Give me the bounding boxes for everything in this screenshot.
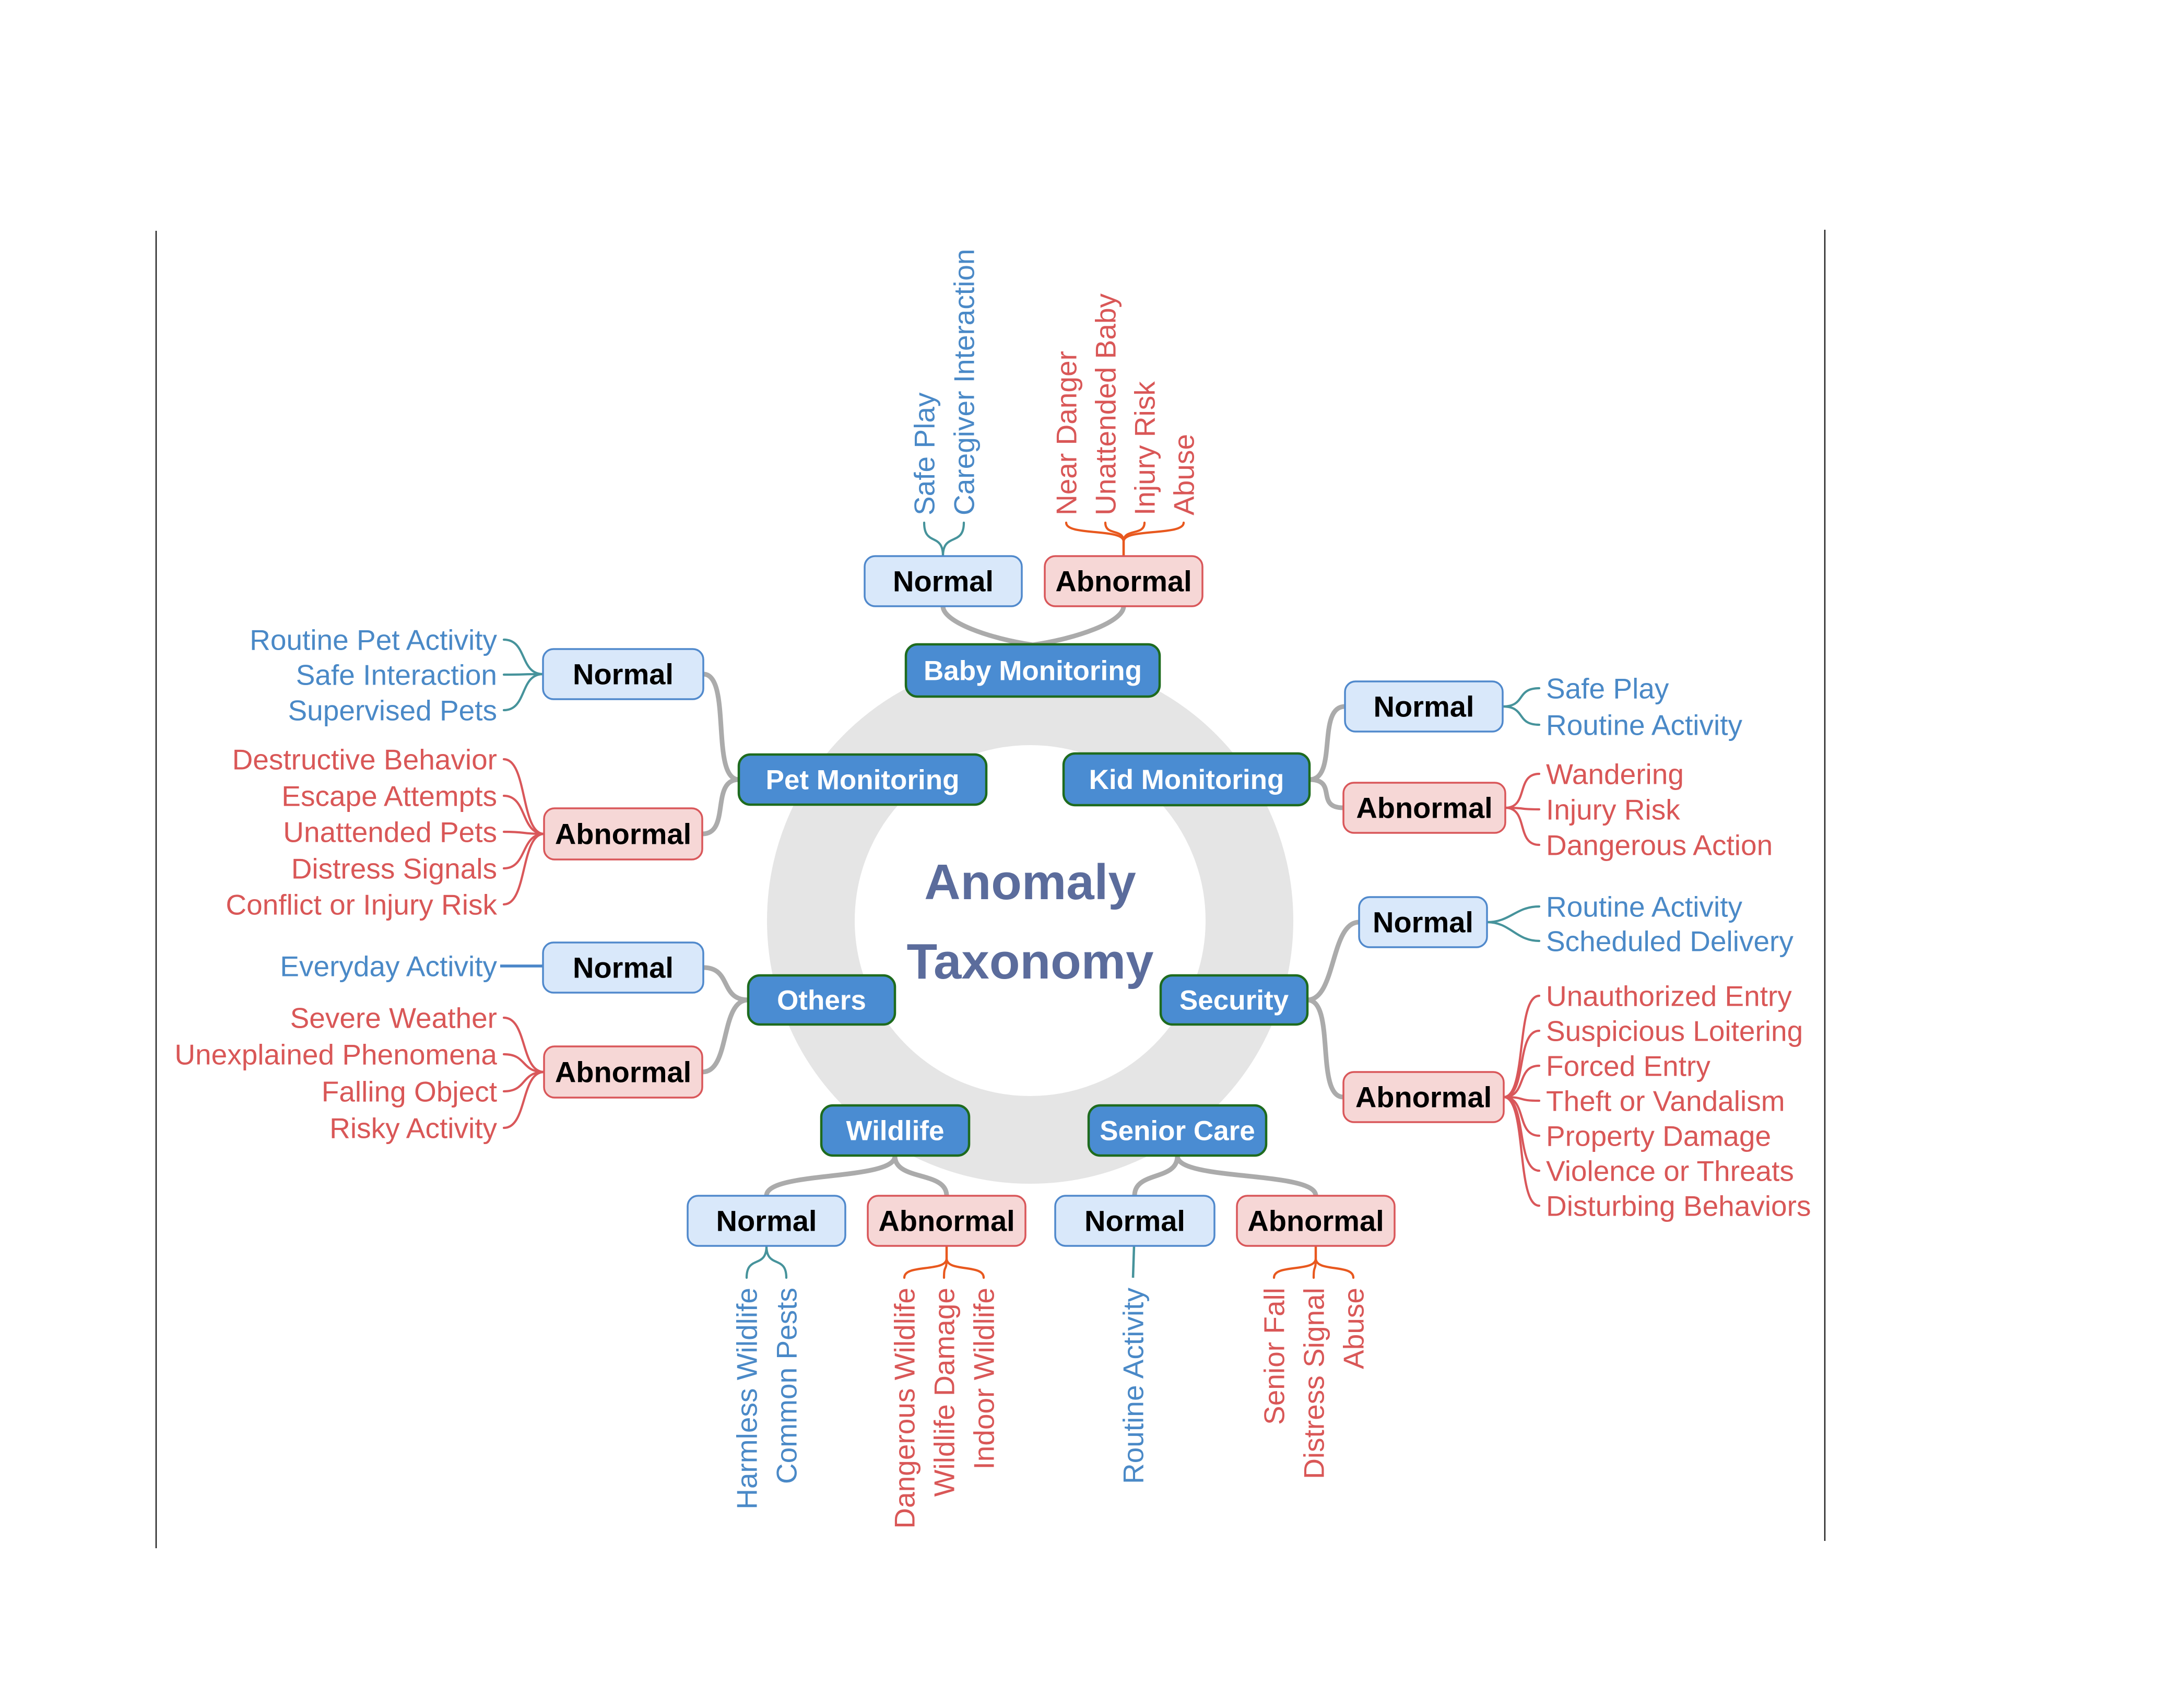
svg-text:Abnormal: Abnormal: [1055, 565, 1191, 598]
svg-text:Wildlife: Wildlife: [846, 1116, 945, 1147]
svg-text:Anomaly: Anomaly: [924, 854, 1136, 910]
svg-text:Scheduled Delivery: Scheduled Delivery: [1546, 925, 1793, 957]
svg-text:Normal: Normal: [1374, 690, 1474, 723]
svg-text:Abnormal: Abnormal: [555, 818, 691, 851]
svg-text:Abuse: Abuse: [1337, 1288, 1370, 1369]
svg-text:Safe Play: Safe Play: [908, 392, 940, 515]
svg-text:Property Damage: Property Damage: [1546, 1120, 1771, 1152]
svg-text:Kid Monitoring: Kid Monitoring: [1089, 764, 1284, 795]
svg-text:Normal: Normal: [1084, 1205, 1185, 1238]
svg-text:Destructive Behavior: Destructive Behavior: [232, 743, 497, 775]
svg-text:Injury Risk: Injury Risk: [1546, 793, 1680, 826]
svg-text:Senior Care: Senior Care: [1100, 1116, 1255, 1147]
svg-text:Theft or Vandalism: Theft or Vandalism: [1546, 1085, 1785, 1117]
svg-text:Abuse: Abuse: [1167, 434, 1200, 515]
svg-text:Routine Activity: Routine Activity: [1546, 890, 1743, 923]
svg-text:Distress Signal: Distress Signal: [1297, 1288, 1330, 1479]
svg-text:Injury Risk: Injury Risk: [1128, 381, 1161, 515]
svg-text:Supervised Pets: Supervised Pets: [288, 694, 498, 726]
svg-text:Unexplained Phenomena: Unexplained Phenomena: [174, 1038, 497, 1070]
svg-text:Everyday Activity: Everyday Activity: [280, 950, 497, 982]
svg-text:Abnormal: Abnormal: [878, 1205, 1014, 1238]
svg-text:Dangerous Action: Dangerous Action: [1546, 829, 1773, 861]
svg-text:Normal: Normal: [573, 951, 674, 984]
svg-text:Pet Monitoring: Pet Monitoring: [766, 765, 960, 796]
svg-text:Routine Pet Activity: Routine Pet Activity: [250, 623, 497, 656]
svg-text:Violence or Threats: Violence or Threats: [1546, 1155, 1794, 1187]
svg-text:Dangerous Wildlife: Dangerous Wildlife: [888, 1288, 921, 1529]
svg-text:Near Danger: Near Danger: [1050, 351, 1082, 515]
svg-text:Conflict or Injury Risk: Conflict or Injury Risk: [226, 888, 497, 921]
svg-text:Wildlife Damage: Wildlife Damage: [928, 1288, 960, 1497]
svg-text:Abnormal: Abnormal: [1356, 792, 1492, 824]
svg-text:Security: Security: [1179, 985, 1289, 1016]
svg-text:Disturbing Behaviors: Disturbing Behaviors: [1546, 1189, 1811, 1222]
svg-text:Suspicious Loitering: Suspicious Loitering: [1546, 1015, 1803, 1047]
svg-text:Caregiver Interaction: Caregiver Interaction: [948, 249, 980, 515]
svg-text:Others: Others: [777, 985, 866, 1016]
svg-text:Normal: Normal: [716, 1205, 817, 1238]
svg-text:Normal: Normal: [573, 658, 674, 691]
svg-text:Harmless Wildlife: Harmless Wildlife: [730, 1288, 763, 1510]
svg-text:Unauthorized Entry: Unauthorized Entry: [1546, 980, 1792, 1012]
svg-text:Distress Signals: Distress Signals: [291, 852, 497, 885]
svg-text:Abnormal: Abnormal: [1355, 1081, 1492, 1114]
svg-text:Baby Monitoring: Baby Monitoring: [924, 656, 1142, 687]
svg-text:Routine Activity: Routine Activity: [1117, 1288, 1149, 1485]
svg-text:Abnormal: Abnormal: [555, 1056, 691, 1089]
svg-text:Abnormal: Abnormal: [1247, 1205, 1384, 1238]
svg-text:Indoor Wildlife: Indoor Wildlife: [967, 1288, 1000, 1469]
svg-text:Normal: Normal: [1373, 906, 1473, 939]
svg-text:Falling Object: Falling Object: [322, 1075, 497, 1108]
svg-text:Common Pests: Common Pests: [770, 1288, 803, 1484]
svg-text:Normal: Normal: [893, 565, 994, 598]
svg-text:Severe Weather: Severe Weather: [290, 1002, 497, 1034]
svg-text:Unattended Pets: Unattended Pets: [283, 816, 497, 848]
svg-text:Safe Play: Safe Play: [1546, 672, 1669, 704]
svg-text:Routine Activity: Routine Activity: [1546, 709, 1743, 741]
svg-text:Risky Activity: Risky Activity: [329, 1112, 497, 1144]
svg-text:Unattended Baby: Unattended Baby: [1089, 293, 1122, 515]
svg-text:Wandering: Wandering: [1546, 758, 1684, 790]
svg-text:Taxonomy: Taxonomy: [907, 934, 1154, 990]
svg-text:Safe Interaction: Safe Interaction: [296, 658, 497, 691]
svg-text:Forced Entry: Forced Entry: [1546, 1050, 1710, 1082]
svg-text:Senior Fall: Senior Fall: [1258, 1288, 1290, 1425]
svg-text:Escape Attempts: Escape Attempts: [281, 780, 497, 812]
